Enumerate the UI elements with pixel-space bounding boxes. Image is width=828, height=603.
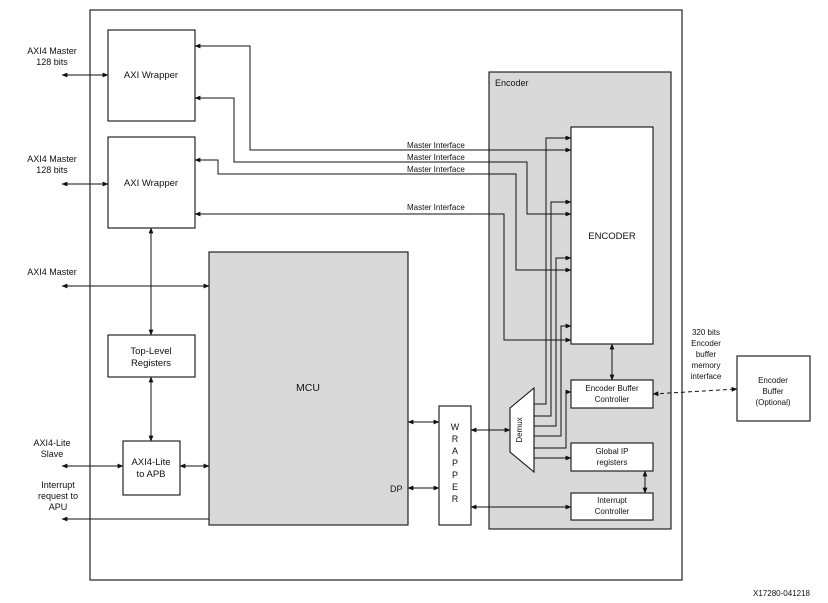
dp-label: DP [390, 484, 403, 494]
wrapper-letter: W [451, 422, 460, 432]
axi4-master-1-line2: 128 bits [36, 57, 68, 67]
master-interface-label-3: Master Interface [407, 165, 465, 174]
global-ip-registers-line1: Global IP [596, 447, 629, 456]
wrapper-letter: P [452, 458, 458, 468]
encoder-core-label: ENCODER [588, 231, 636, 242]
wrapper-letter: P [452, 470, 458, 480]
interrupt-request-line3: APU [49, 502, 68, 512]
link-demux-out-3 [534, 255, 572, 427]
encoder-buffer-optional-line2: Buffer [762, 387, 784, 396]
axi-wrapper-1 [107, 29, 196, 122]
wrapper-letters: W R A P P E R [451, 422, 460, 504]
axi-wrapper-2 [107, 136, 196, 229]
wrapper-letter: R [452, 434, 459, 444]
master-interface-label-1: Master Interface [407, 141, 465, 150]
axi4-lite-to-apb [122, 440, 181, 496]
connection-lines [61, 43, 738, 522]
encoder-core [570, 126, 654, 345]
axi4-master-2-line2: 128 bits [36, 165, 68, 175]
encoder-buffer-optional [736, 355, 811, 422]
axi4-lite-to-apb-line2: to APB [136, 469, 165, 480]
master-interface-label-2: Master Interface [407, 153, 465, 162]
interrupt-request-line1: Interrupt [41, 480, 75, 490]
memory-interface-line3: buffer [696, 350, 717, 359]
link-demux-out-2 [534, 199, 572, 417]
axi4-lite-to-apb-line1: AXI4-Lite [131, 457, 170, 468]
memory-interface-line4: memory [692, 361, 721, 370]
link-demux-out-1 [534, 135, 572, 405]
axi4-lite-slave-line2: Slave [41, 449, 64, 459]
encoder-group-label: Encoder [495, 78, 529, 88]
wrapper-block [438, 405, 472, 526]
axi4-master-2-line1: AXI4 Master [27, 154, 77, 164]
link-demux-out-4 [534, 323, 572, 437]
memory-interface-line1: 320 bits [692, 328, 720, 337]
mcu-label: MCU [296, 382, 320, 394]
encoder-buffer-controller-line2: Controller [595, 395, 630, 404]
wrapper-letter: E [452, 482, 458, 492]
demux-label: Demux [515, 417, 524, 442]
wrapper-letter: R [452, 494, 459, 504]
link-demux-out-5 [534, 389, 572, 449]
interrupt-controller [570, 492, 654, 521]
figure-id: X17280-041218 [753, 589, 810, 598]
axi4-master-1-line1: AXI4 Master [27, 46, 77, 56]
memory-interface-line2: Encoder [691, 339, 721, 348]
interrupt-controller-line1: Interrupt [597, 496, 628, 505]
wrapper-letter: A [452, 446, 458, 456]
master-interface-label-4: Master Interface [407, 203, 465, 212]
axi4-master-3-label: AXI4 Master [27, 267, 77, 277]
global-ip-registers-line2: registers [597, 458, 628, 467]
top-level-registers-line2: Registers [131, 358, 171, 369]
axi-wrapper-2-label: AXI Wrapper [124, 178, 178, 189]
memory-interface-line5: interface [691, 372, 722, 381]
interrupt-request-line2: request to [38, 491, 78, 501]
axi-wrapper-1-label: AXI Wrapper [124, 70, 178, 81]
link-master-interface-4 [194, 211, 572, 343]
top-level-registers-line1: Top-Level [130, 346, 171, 357]
axi4-lite-slave-line1: AXI4-Lite [33, 438, 70, 448]
demux-block [509, 386, 535, 474]
encoder-buffer-optional-line1: Encoder [758, 376, 788, 385]
encoder-buffer-optional-line3: (Optional) [755, 398, 790, 407]
link-buffer-memory-interface [652, 386, 738, 397]
encoder-buffer-controller-line1: Encoder Buffer [585, 384, 639, 393]
interrupt-controller-line2: Controller [595, 507, 630, 516]
